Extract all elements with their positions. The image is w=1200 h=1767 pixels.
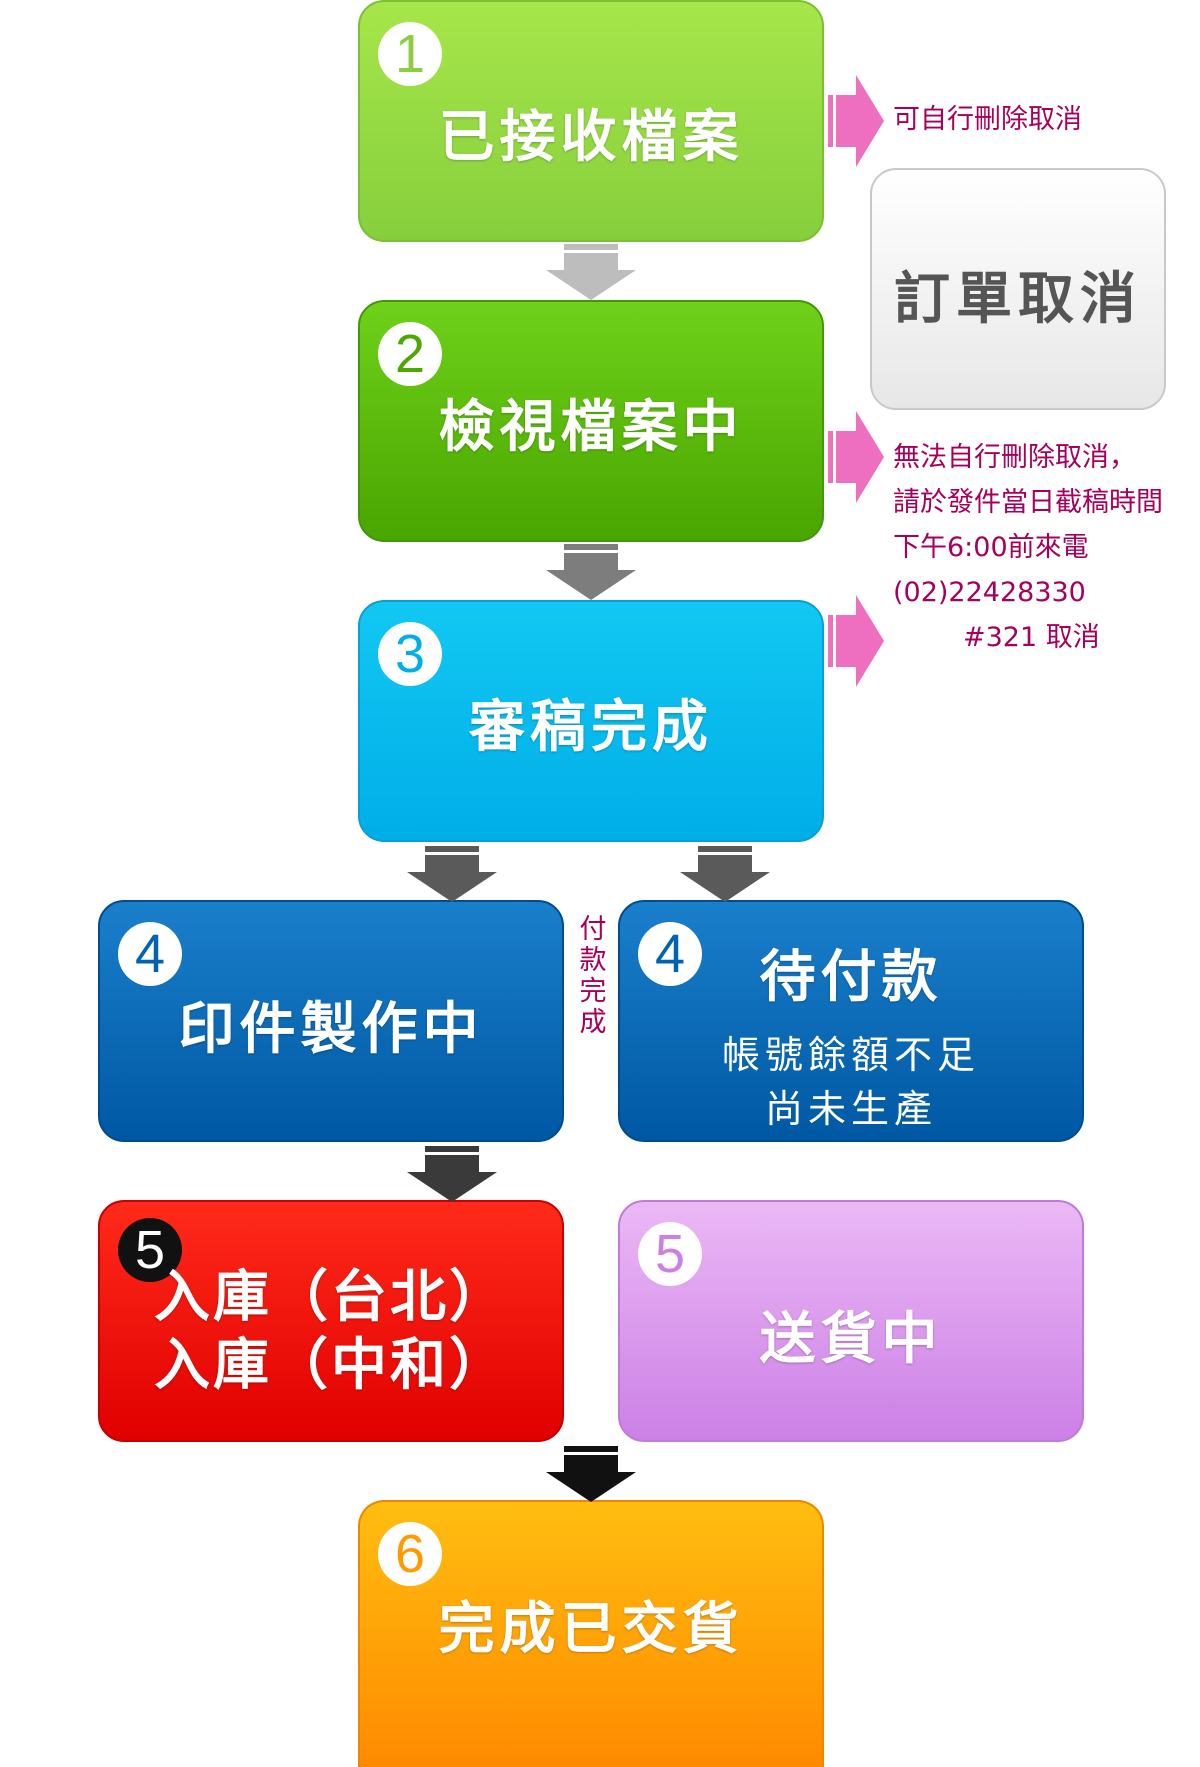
right-arrow-icon xyxy=(828,75,884,167)
step-3-review-complete: 3 審稿完成 xyxy=(358,600,824,842)
right-arrow-icon xyxy=(828,411,884,503)
step-number-badge: 6 xyxy=(378,1522,442,1586)
step-4-printing-in-progress: 4 印件製作中 xyxy=(98,900,564,1142)
step-subtitle: 帳號餘額不足 xyxy=(721,1033,980,1077)
down-arrow-icon xyxy=(407,1146,497,1202)
step-title: 完成已交貨 xyxy=(438,1597,744,1662)
cannot-cancel-note-line: 下午6:00前來電 xyxy=(893,532,1089,563)
down-arrow-icon xyxy=(407,846,497,902)
cancel-title: 訂單取消 xyxy=(894,267,1142,332)
step-title: 印件製作中 xyxy=(178,997,484,1062)
step-6-delivered: 6 完成已交貨 xyxy=(358,1500,824,1767)
down-arrow-icon xyxy=(546,244,636,300)
down-arrow-icon xyxy=(546,544,636,600)
step-number-badge: 4 xyxy=(638,922,702,986)
step-title-line: 入庫（台北） xyxy=(154,1265,508,1330)
step-title: 已接收檔案 xyxy=(438,105,744,170)
step-title: 待付款 xyxy=(759,945,943,1010)
step-title: 檢視檔案中 xyxy=(438,395,744,460)
cannot-cancel-note-line: #321 取消 xyxy=(963,622,1100,653)
step-number-badge: 2 xyxy=(378,322,442,386)
cannot-cancel-note-line: 請於發件當日截稿時間 xyxy=(893,487,1163,518)
step-4-awaiting-payment: 4 待付款 帳號餘額不足 尚未生產 xyxy=(618,900,1084,1142)
can-cancel-note: 可自行刪除取消 xyxy=(893,104,1082,135)
step-number-badge: 1 xyxy=(378,22,442,86)
step-number-badge: 5 xyxy=(118,1218,182,1282)
cannot-cancel-note-line: 無法自行刪除取消， xyxy=(893,442,1136,473)
step-5-shipping: 5 送貨中 xyxy=(618,1200,1084,1442)
step-subtitle: 尚未生產 xyxy=(764,1087,937,1131)
step-number-badge: 5 xyxy=(638,1222,702,1286)
right-arrow-icon xyxy=(828,595,884,687)
cannot-cancel-note-line: (02)22428330 xyxy=(893,577,1086,608)
step-2-reviewing-files: 2 檢視檔案中 xyxy=(358,300,824,542)
step-title: 送貨中 xyxy=(759,1307,943,1372)
step-1-received-files: 1 已接收檔案 xyxy=(358,0,824,242)
step-title: 審稿完成 xyxy=(469,695,713,760)
order-cancelled-box: 訂單取消 xyxy=(870,168,1166,410)
step-title-line: 入庫（中和） xyxy=(154,1333,508,1398)
step-number-badge: 3 xyxy=(378,622,442,686)
step-5-warehouse-stock-in: 5 入庫（台北） 入庫（中和） xyxy=(98,1200,564,1442)
down-arrow-icon xyxy=(680,846,770,902)
paid-label: 付 款 完 成 xyxy=(579,914,607,1038)
down-arrow-icon xyxy=(546,1446,636,1502)
step-number-badge: 4 xyxy=(118,922,182,986)
